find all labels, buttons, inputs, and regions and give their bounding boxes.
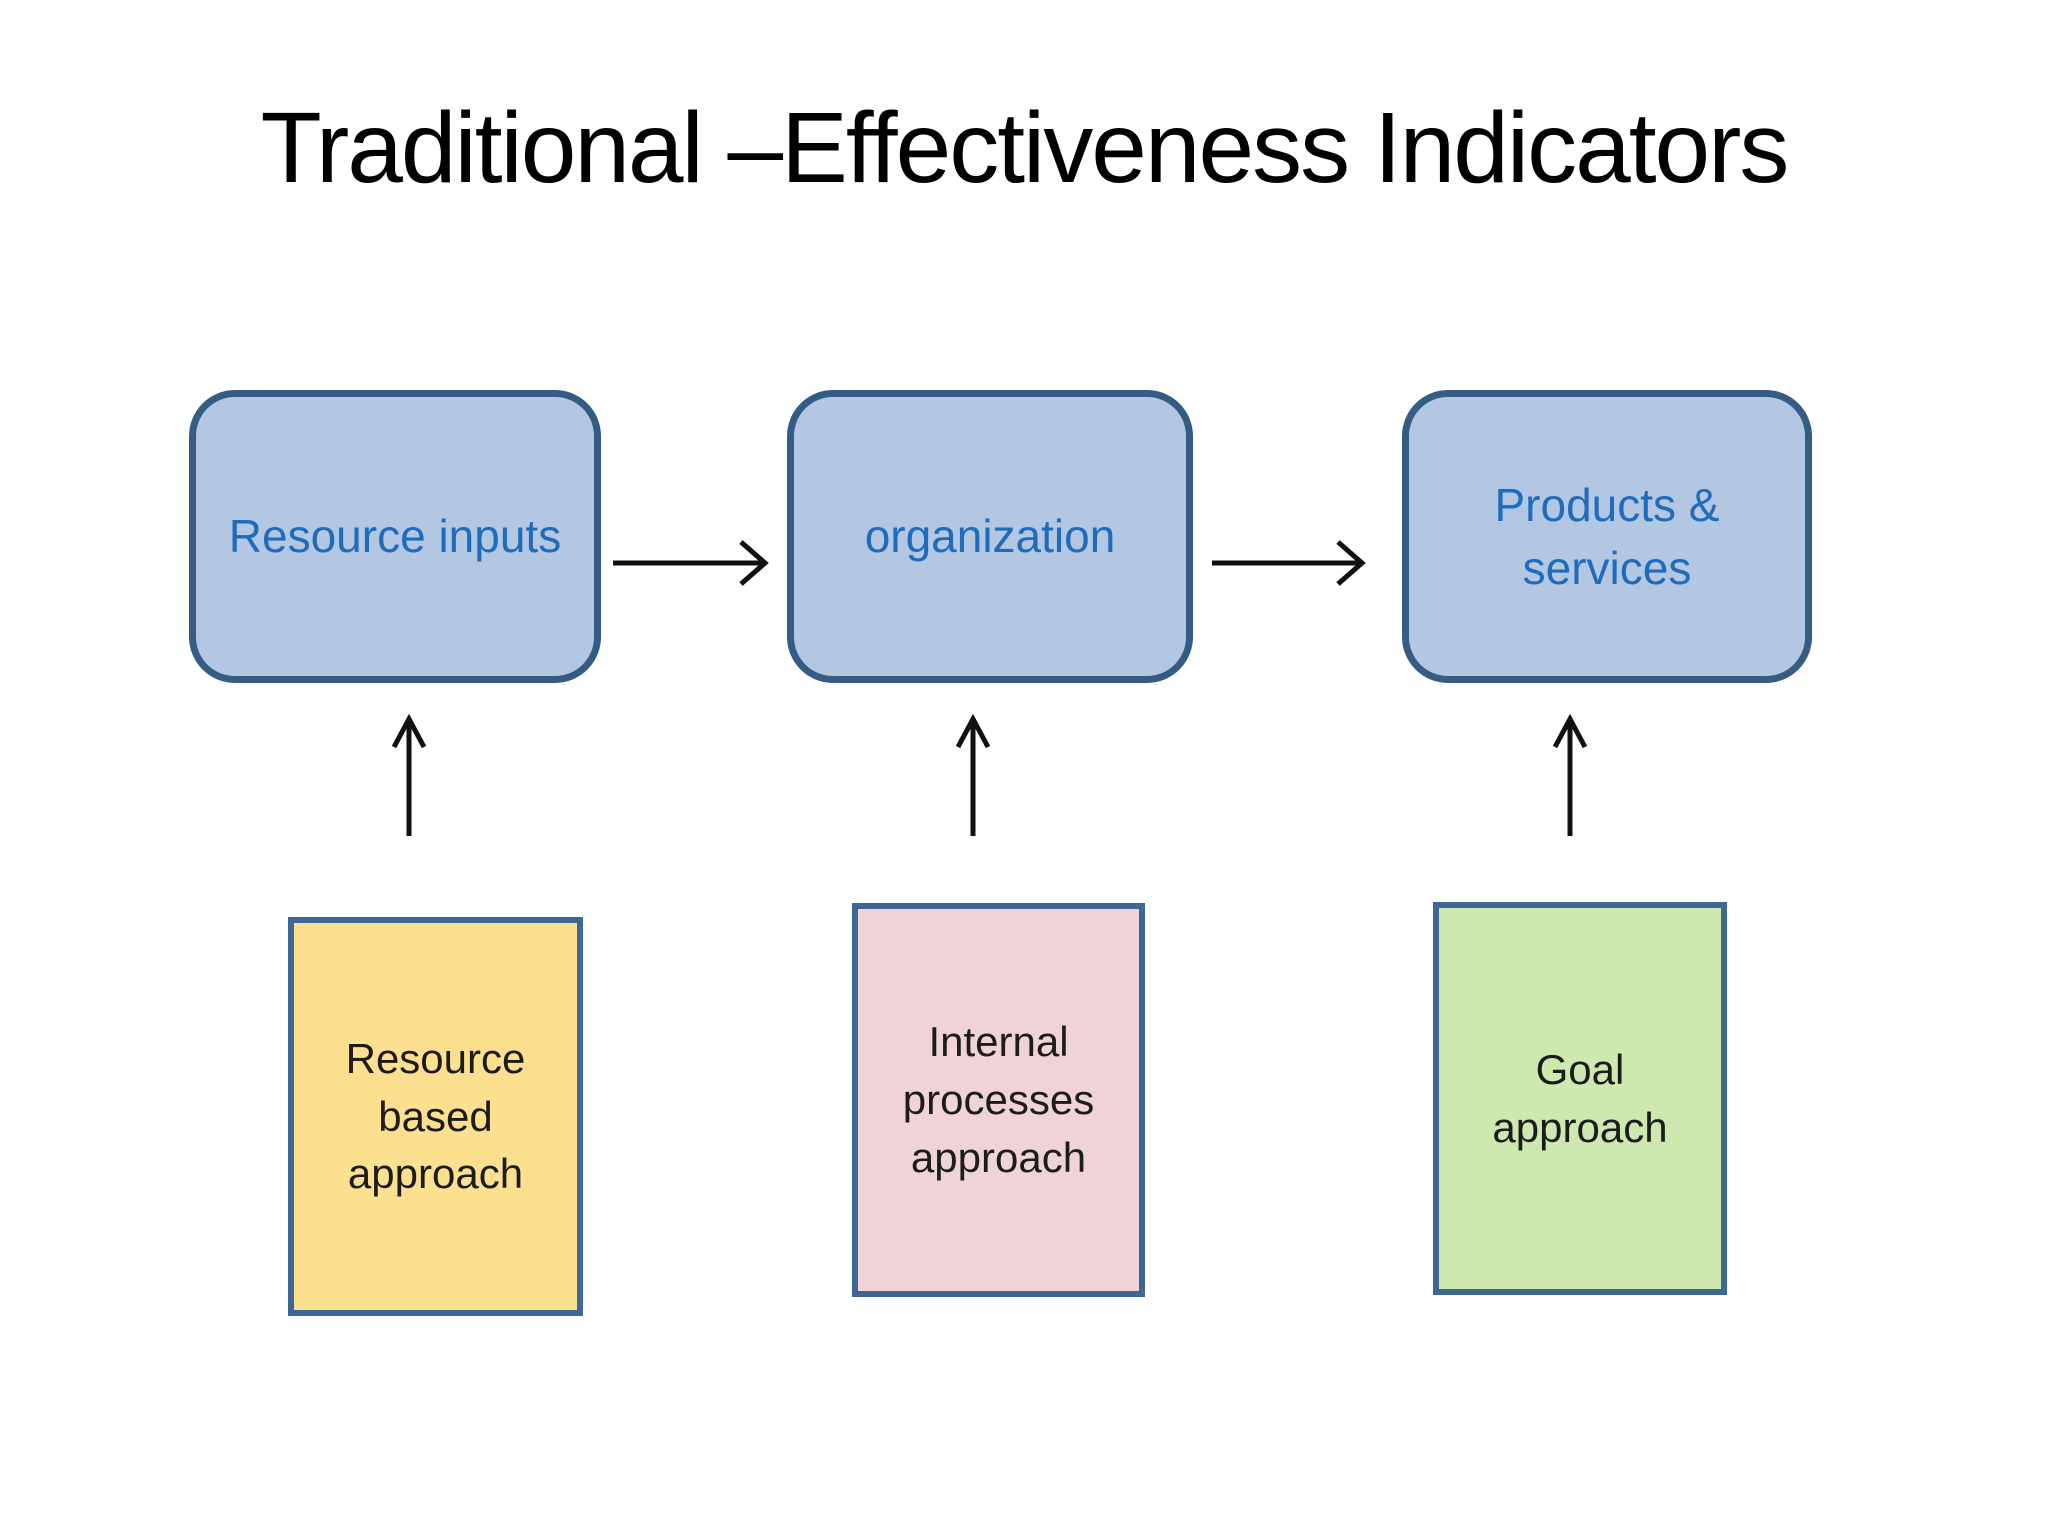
approach-box-internal-processes-label: Internal processes approach bbox=[902, 1018, 1095, 1181]
approach-box-resource-based-label: Resource based approach bbox=[345, 1034, 526, 1198]
approach-box-internal-processes: Internal processes approach bbox=[852, 903, 1145, 1297]
arrow-resource-inputs-to-organization bbox=[613, 540, 769, 586]
flow-box-resource-inputs-label: Resource inputs bbox=[228, 510, 562, 563]
arrow-goal-to-products-services bbox=[1552, 713, 1588, 836]
flow-box-products-services-label: Products & services bbox=[1494, 479, 1720, 594]
slide-title: Traditional –Effectiveness Indicators bbox=[260, 92, 1790, 204]
flow-box-products-services: Products & services bbox=[1402, 390, 1812, 683]
flow-box-organization: organization bbox=[787, 390, 1193, 683]
arrow-internal-processes-to-organization bbox=[955, 713, 991, 836]
arrow-organization-to-products-services bbox=[1212, 540, 1366, 586]
flow-box-resource-inputs: Resource inputs bbox=[189, 390, 601, 683]
flow-box-organization-label: organization bbox=[864, 510, 1116, 563]
approach-box-resource-based: Resource based approach bbox=[288, 917, 583, 1316]
approach-box-goal: Goal approach bbox=[1433, 902, 1727, 1295]
approach-box-goal-label: Goal approach bbox=[1492, 1045, 1668, 1151]
arrow-resource-based-to-resource-inputs bbox=[391, 713, 427, 836]
